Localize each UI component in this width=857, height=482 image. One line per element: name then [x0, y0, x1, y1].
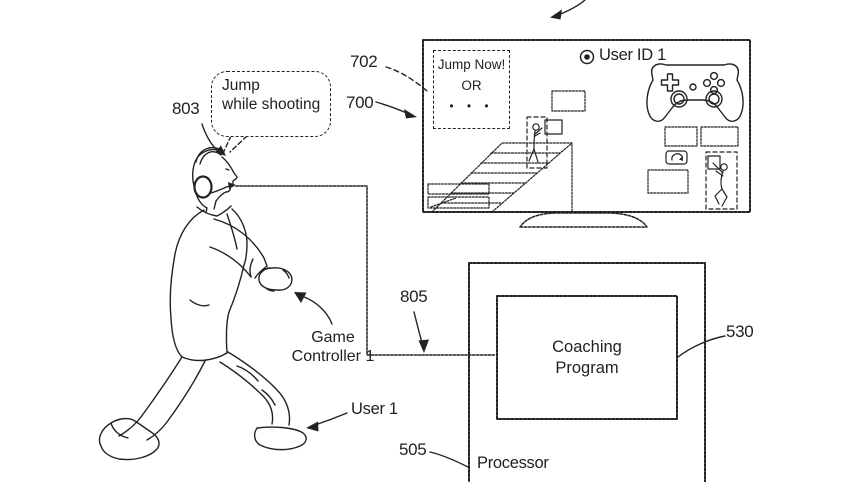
ref-805: 805: [400, 287, 428, 306]
player-highlight-box: [526, 116, 548, 169]
speech-bubble-line1: Jump: [222, 77, 260, 94]
speech-bubble-tail: [223, 135, 248, 153]
headset-wire: [235, 185, 497, 356]
aim-target-panel: [707, 155, 721, 170]
tv-frame: [422, 39, 751, 213]
leader-lines: [201, 0, 726, 468]
jacket-fold: [189, 299, 210, 307]
replay-icon: [665, 150, 688, 165]
aim-target-panel: [544, 119, 563, 135]
coaching-program-box: [496, 295, 678, 420]
game-controller-caption: Game Controller 1: [276, 328, 390, 366]
jacket-zip: [226, 213, 238, 250]
hint-line2: OR: [461, 78, 482, 93]
eye: [225, 168, 230, 171]
right-leg-inner: [219, 361, 274, 425]
leader-530: [677, 335, 726, 358]
ref-505: 505: [399, 440, 427, 459]
coaching-line1: Coaching: [552, 337, 622, 356]
arrowhead-top: [550, 9, 562, 20]
gamepad-button: [709, 71, 719, 81]
left-shoe: [98, 417, 160, 461]
jumping-figure-box: [705, 151, 738, 210]
gamepad-stick: [673, 93, 685, 105]
coach-hint-box: Jump Now! OR • • •: [433, 50, 510, 129]
coaching-program-label: Coaching Program: [497, 296, 677, 419]
ref-700: 700: [346, 93, 374, 112]
screen-panel: [647, 169, 689, 194]
hint-line1: Jump Now!: [437, 57, 506, 72]
hud-bar-slash: [430, 197, 457, 208]
ref-530: 530: [726, 322, 754, 341]
onscreen-player-figure: [526, 116, 563, 169]
game-controller: [258, 267, 293, 292]
arrowhead-user1: [306, 421, 319, 432]
arrowhead-805: [418, 339, 429, 353]
tv-stand: [519, 212, 648, 228]
screen-panel: [551, 90, 586, 112]
onscreen-jumping-figure: [705, 151, 738, 210]
arrowhead-803: [215, 145, 226, 156]
processor-box: [468, 262, 706, 482]
gamepad-dpad: [660, 73, 680, 92]
gamepad-stick: [670, 90, 688, 108]
left-shoe-detail: [110, 422, 129, 439]
game-controller-caption-line2: Controller 1: [291, 348, 375, 365]
staircase-diagonal: [491, 142, 573, 213]
arm-bottom: [209, 246, 252, 278]
torso-front: [231, 208, 248, 266]
ref-702: 702: [350, 52, 378, 71]
mic-boom: [210, 185, 230, 194]
gamepad-button: [709, 85, 719, 95]
face-profile: [215, 156, 238, 202]
mic-icon: [228, 182, 236, 189]
tv-display: [422, 39, 751, 228]
game-controller-caption-line1: Game: [311, 329, 355, 346]
collar: [196, 205, 232, 217]
right-leg-outer: [227, 351, 291, 426]
gamepad-button: [702, 78, 712, 88]
screen-panel: [700, 126, 739, 147]
jacket-front: [225, 264, 245, 354]
torso-back: [169, 209, 205, 358]
user-id-icon: [579, 49, 595, 65]
gamepad-home-button: [689, 83, 697, 91]
hud-bar: [427, 196, 490, 209]
right-shoe: [253, 426, 307, 451]
leader-game-controller: [303, 296, 333, 325]
left-leg-outer: [118, 356, 183, 437]
arrowhead-game-controller: [294, 292, 307, 303]
user-id-label: User ID 1: [599, 46, 666, 64]
leader-user1: [314, 412, 348, 426]
headset-earcup: [193, 175, 213, 199]
gamepad-button: [716, 78, 726, 88]
left-leg-inner: [146, 360, 206, 441]
arm-top: [213, 218, 268, 267]
hint-ellipsis: • • •: [449, 99, 494, 113]
jacket-hem: [181, 352, 228, 362]
user-figure: [98, 147, 307, 461]
neck: [205, 200, 217, 213]
user1-caption: User 1: [351, 400, 398, 418]
leader-505: [429, 451, 469, 468]
head-back: [192, 148, 222, 209]
processor-label: Processor: [477, 454, 549, 472]
speech-bubble-line2: while shooting: [222, 96, 321, 113]
sleeve-cuff: [249, 258, 268, 279]
ref-803: 803: [172, 99, 200, 118]
gamepad-stick: [708, 93, 720, 105]
coaching-line2: Program: [555, 358, 619, 377]
speech-bubble: Jump while shooting: [211, 71, 331, 137]
screen-panel: [664, 126, 698, 147]
leader-702: [385, 66, 428, 92]
game-scene: [427, 90, 739, 213]
knee-fold: [236, 365, 276, 406]
onscreen-gamepad-icon: [646, 63, 744, 122]
leader-700: [375, 101, 410, 115]
arrowhead-700: [404, 109, 417, 119]
gamepad-stick: [705, 90, 723, 108]
hud-bar: [427, 183, 490, 195]
